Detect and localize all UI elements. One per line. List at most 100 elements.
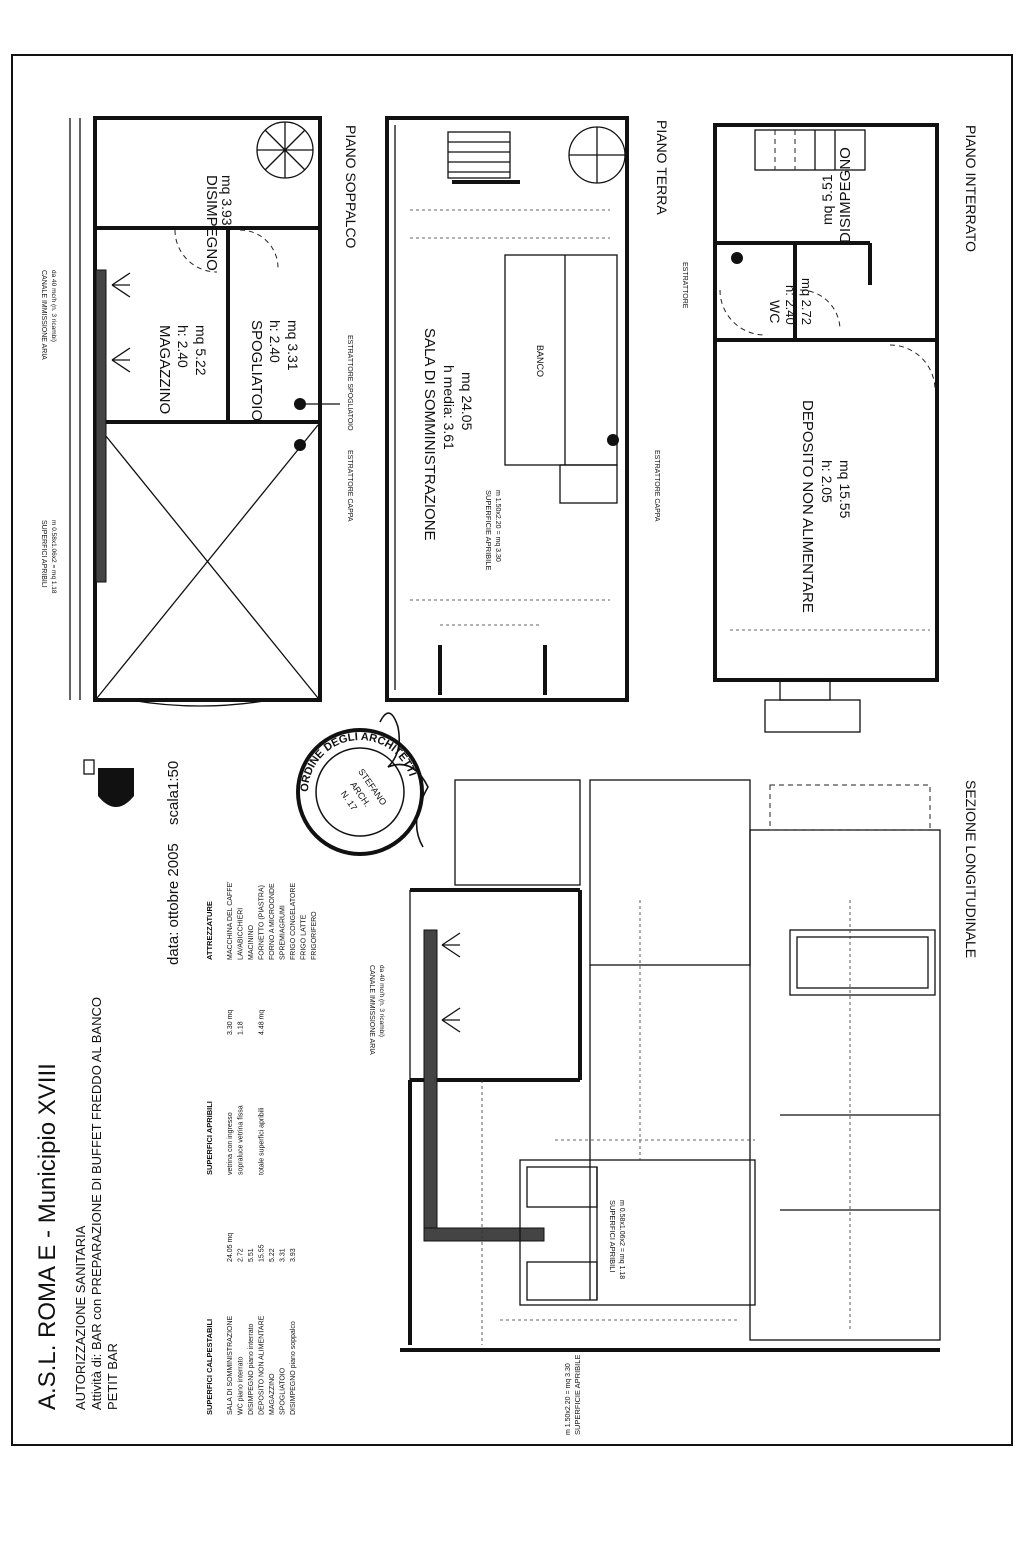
attrezzatura-item: MACININO: [248, 924, 255, 960]
window-bay: [129, 699, 271, 707]
terra-apribili-sub: m 1.50x2.20 = mq 3.30: [494, 490, 501, 562]
interrato-disimpegno-label: DISIMPEGNO: [837, 147, 854, 243]
superfici-row-label: DISIMPEGNO piano soppalco: [290, 1321, 297, 1415]
apribili-row-value: 3.30 mq: [227, 1010, 234, 1035]
spogliatoio-area: mq 3.31: [285, 320, 301, 371]
attrezzatura-item: LAVABICCHIERI: [238, 908, 245, 960]
superfici-row-label: SPOGLIATOIO: [280, 1367, 287, 1415]
diffuser-icon: [111, 347, 131, 373]
magazzino-height: h: 2.40: [175, 325, 191, 368]
apribili-row-value: 4.48 mq: [259, 1010, 266, 1035]
attrezzature-title: ATTREZZATURE: [205, 901, 214, 960]
superfici-row-value: 24.05 mq: [227, 1233, 234, 1262]
estrattore-spogliatoio-label: ESTRATTORE SPOGLIATOIO: [346, 335, 353, 431]
soppalco-disimpegno-area: mq 3.93: [219, 175, 235, 226]
diffuser-icon: [441, 932, 461, 958]
stair-icon: [754, 129, 866, 171]
extractor-icon: [731, 252, 743, 264]
magazzino-area: mq 5.22: [193, 325, 209, 376]
section-title: SEZIONE LONGITUDINALE: [963, 780, 979, 958]
terra-outline: [385, 116, 629, 702]
deposito-label: DEPOSITO NON ALIMENTARE: [799, 400, 816, 613]
plan-interrato: DISIMPEGNO mq 5.51 WC h: 2.40 mq 2.72 DE…: [681, 123, 979, 733]
sheet-frame: [11, 54, 1013, 1446]
soppalco-canale-sub: da 40 mc/h (n. 3 ricambi): [50, 270, 57, 342]
terra-apribili-label: SUPERFICIE APRIBILE: [484, 490, 493, 570]
plan-soppalco: DISIMPEGNO mq 3.93 MAGAZZINO h: 2.40 mq …: [40, 116, 359, 707]
banco-counter: [504, 254, 618, 466]
section-canale-label: CANALE IMMISSIONE ARIA: [368, 965, 375, 1055]
banco-label: BANCO: [535, 345, 545, 377]
attrezzatura-item: MACCHINA DEL CAFFE': [227, 882, 234, 960]
wc-height: h: 2.40: [783, 285, 798, 325]
superfici-row-label: SALA DI SOMMINISTRAZIONE: [227, 1315, 234, 1415]
soppalco-estrattore-cappa-label: ESTRATTORE CAPPA: [346, 450, 353, 522]
signature-scribble: [379, 712, 429, 848]
plan-terra: SALA DI SOMMINISTRAZIONE h media: 3.61 m…: [385, 116, 670, 702]
attrezzatura-item: FORNETTO (PIASTRA): [259, 885, 266, 960]
sala-area: mq 24.05: [459, 372, 475, 431]
superfici-row-value: 5.22: [269, 1248, 276, 1262]
interrato-title: PIANO INTERRATO: [963, 125, 979, 252]
deposito-height: h: 2.05: [819, 460, 835, 503]
diffuser-icon: [111, 272, 131, 298]
apribili-table: vetrina con ingresso 3.30 mq sopraluce vet…: [227, 1010, 266, 1175]
soppalco-apribili-label: SUPERFICI APRIBILI: [40, 520, 47, 588]
diffuser-icon: [441, 1007, 461, 1033]
section-canale-sub: da 40 mc/h (n. 3 ricambi): [378, 965, 385, 1037]
terra-title: PIANO TERRA: [654, 120, 670, 215]
stair-icon: [447, 131, 511, 179]
attrezzatura-item: FRIGO CONGELATORE: [290, 883, 297, 960]
extractor-icon: [294, 439, 306, 451]
date-label: data: ottobre 2005: [165, 843, 182, 965]
attrezzatura-item: FORNO A MICROONDE: [269, 883, 276, 960]
spogliatoio-height: h: 2.40: [267, 320, 283, 363]
spogliatoio-label: SPOGLIATOIO: [248, 320, 265, 421]
interrato-disimpegno-area: mq 5.51: [819, 174, 835, 225]
architect-stamp: ORDINE DEGLI ARCHITETTI STEFANO ARCH. N.…: [296, 712, 429, 856]
title-block: A.S.L. ROMA E - Municipio XVIII AUTORIZZ…: [34, 759, 318, 1415]
section-air-duct: [423, 929, 438, 1241]
wc-area: mq 2.72: [799, 278, 814, 325]
wc-label: WC: [767, 300, 783, 323]
terra-estrattore-cappa-label: ESTRATTORE CAPPA: [653, 450, 660, 522]
section-apribili-sub: m 0.58x1.06x2 = mq 1.18: [618, 1200, 625, 1279]
soppalco-outline: [93, 116, 322, 702]
soppalco-disimpegno-label: DISIMPEGNO: [203, 175, 220, 271]
scale-label: scala1:50: [165, 761, 182, 825]
apribili-row-label: totale superfici apribili: [259, 1107, 266, 1175]
superfici-title: SUPERFICI CALPESTABILI: [205, 1319, 214, 1415]
superfici-row-value: 15.55: [259, 1244, 266, 1262]
superfici-row-label: MAGAZZINO: [269, 1373, 276, 1415]
soppalco-title: PIANO SOPPALCO: [343, 125, 359, 249]
apribili-row-label: vetrina con ingresso: [227, 1112, 234, 1175]
org-title: A.S.L. ROMA E - Municipio XVIII: [34, 1063, 61, 1410]
extractor-icon: [607, 434, 619, 446]
extractor-icon: [294, 398, 306, 410]
interrato-estrattore-label: ESTRATTORE: [681, 262, 688, 309]
section-longitudinale: CANALE IMMISSIONE ARIA da 40 mc/h (n. 3 …: [368, 779, 979, 1435]
attrezzatura-item: FRIGORIFERO: [311, 911, 318, 960]
section-bottom-apribile-label: SUPERFICIE APRIBILE: [573, 1355, 582, 1435]
magazzino-label: MAGAZZINO: [156, 325, 173, 414]
sala-label: SALA DI SOMMINISTRAZIONE: [421, 328, 438, 541]
header-line3: PETIT BAR: [105, 1343, 120, 1410]
section-apribili-label: SUPERFICI APRIBILI: [608, 1200, 617, 1273]
apribili-title: SUPERFICI APRIBILI: [205, 1101, 214, 1175]
superfici-row-value: 3.93: [290, 1248, 297, 1262]
superfici-row-value: 2.72: [238, 1248, 245, 1262]
municipal-emblem-icon: [98, 768, 134, 807]
apribili-row-label: sopraluce vetrina fissa: [238, 1105, 245, 1175]
superfici-row-value: 5.51: [248, 1248, 255, 1262]
sala-height: h media: 3.61: [441, 365, 457, 450]
superfici-row-value: 3.31: [280, 1248, 287, 1262]
air-duct: [95, 269, 107, 583]
deposito-area: mq 15.55: [837, 460, 853, 519]
header-line1: AUTORIZZAZIONE SANITARIA: [73, 1225, 88, 1410]
soppalco-apribili-sub: m 0.58x1.06x2 = mq 1.18: [50, 520, 57, 594]
superfici-row-label: DISIMPEGNO piano interrato: [248, 1323, 255, 1415]
apribili-row-value: 1.18: [238, 1021, 245, 1035]
